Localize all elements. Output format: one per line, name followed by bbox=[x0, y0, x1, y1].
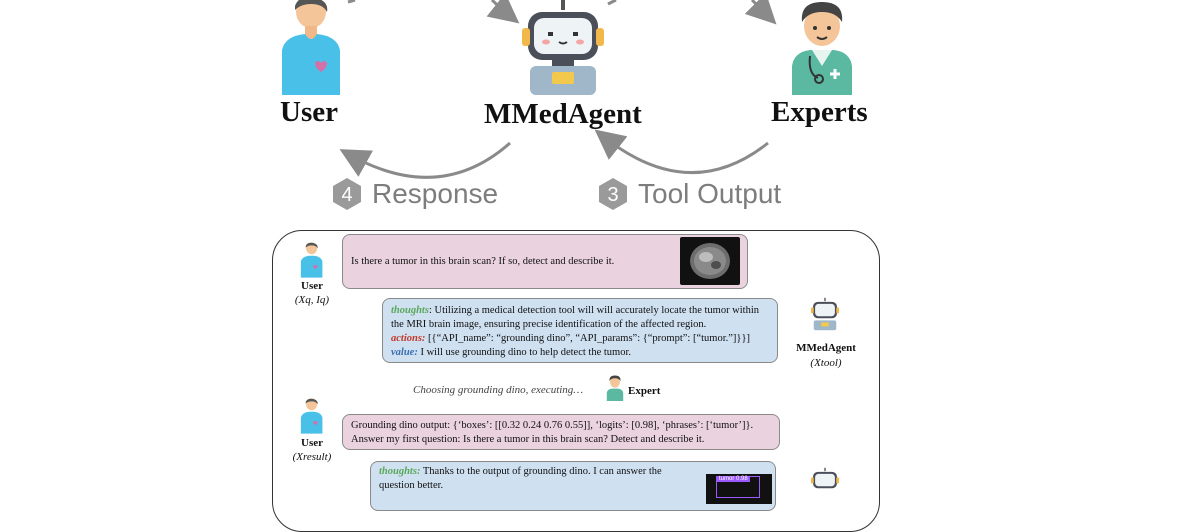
thoughts-text: : Utilizing a medical detection tool wil… bbox=[391, 305, 760, 330]
actions-keyword: actions: bbox=[391, 333, 426, 344]
thoughts2-keyword: thoughts: bbox=[379, 466, 421, 477]
user-label: User bbox=[280, 96, 338, 128]
thoughts-keyword: thoughts bbox=[391, 305, 429, 316]
brain-scan-image bbox=[680, 237, 740, 285]
experts-label: Experts bbox=[771, 96, 868, 128]
robot-small-icon bbox=[811, 297, 839, 331]
brain-mri-thumbnail bbox=[690, 243, 730, 279]
step-3-badge-icon: 3 bbox=[599, 178, 627, 210]
user-icon bbox=[282, 0, 340, 95]
step-3-text: Tool Output bbox=[638, 178, 782, 209]
robot-small-icon-2 bbox=[811, 467, 839, 489]
user1-label: User bbox=[301, 280, 323, 292]
tool-result-bubble: Grounding dino output: {‘boxes’: [[0.32 … bbox=[342, 414, 780, 450]
tool-result-text: Grounding dino output: {‘boxes’: [[0.32 … bbox=[351, 420, 754, 445]
expert-small-icon bbox=[606, 375, 624, 401]
step-4-text: Response bbox=[372, 178, 499, 209]
user-question-text: Is there a tumor in this brain scan? If … bbox=[351, 256, 615, 267]
step-3-number: 3 bbox=[607, 184, 618, 206]
value-text: I will use grounding dino to help detect… bbox=[417, 347, 632, 358]
thoughts2-text: Thanks to the output of grounding dino. … bbox=[379, 466, 662, 491]
user1-subscript: (Xq, Iq) bbox=[294, 294, 330, 306]
user2-subscript: (Xresult) bbox=[292, 451, 332, 463]
step-4-response: 4 Response bbox=[330, 177, 498, 211]
value-keyword: value: bbox=[391, 347, 418, 358]
step-3-tool-output: 3 Tool Output bbox=[596, 177, 781, 211]
flow-arrows bbox=[339, 0, 777, 179]
tumor-box-label: tumor 0.98 bbox=[717, 476, 750, 482]
agent1-subscript: (Xtool) bbox=[810, 357, 842, 369]
agent1-label: MMedAgent bbox=[796, 342, 856, 354]
user-small-icon bbox=[300, 242, 323, 278]
actions-text: [{“API_name”: “grounding dino”, “API_par… bbox=[425, 333, 750, 344]
detection-result-image: tumor 0.98 bbox=[706, 474, 772, 504]
robot-icon bbox=[522, 0, 604, 95]
expert-label: Expert bbox=[628, 385, 661, 397]
user2-label: User bbox=[301, 437, 323, 449]
user-small-icon-2 bbox=[300, 398, 323, 434]
step-4-badge-icon: 4 bbox=[333, 178, 361, 210]
agent-label: MMedAgent bbox=[484, 98, 642, 130]
agent-tool-call-bubble: thoughts: Utilizing a medical detection … bbox=[382, 298, 778, 363]
expert-icon bbox=[792, 2, 852, 95]
step-4-number: 4 bbox=[341, 184, 352, 206]
executing-text: Choosing grounding dino, executing… bbox=[413, 384, 584, 396]
